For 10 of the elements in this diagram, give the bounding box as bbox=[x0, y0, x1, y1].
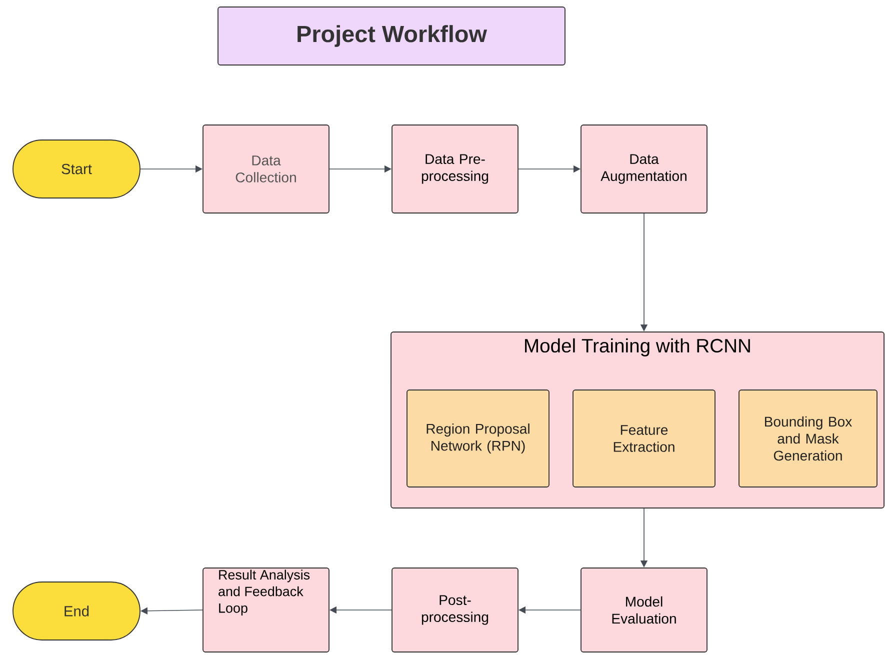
process-box: Result Analysis and Feedback Loop bbox=[202, 568, 330, 652]
process-box: Bounding Box and Mask Generation bbox=[738, 390, 878, 488]
process-box: Post-processing bbox=[392, 568, 518, 652]
process-box: Model Evaluation bbox=[580, 568, 708, 652]
process-box: Data Collection bbox=[202, 124, 330, 214]
process-box: Data Augmentation bbox=[580, 124, 708, 214]
title-box: Project Workflow bbox=[218, 6, 566, 66]
process-box: Feature Extraction bbox=[572, 390, 716, 488]
process-box: Data Pre-processing bbox=[392, 124, 518, 214]
process-box: Region Proposal Network (RPN) bbox=[406, 390, 550, 488]
